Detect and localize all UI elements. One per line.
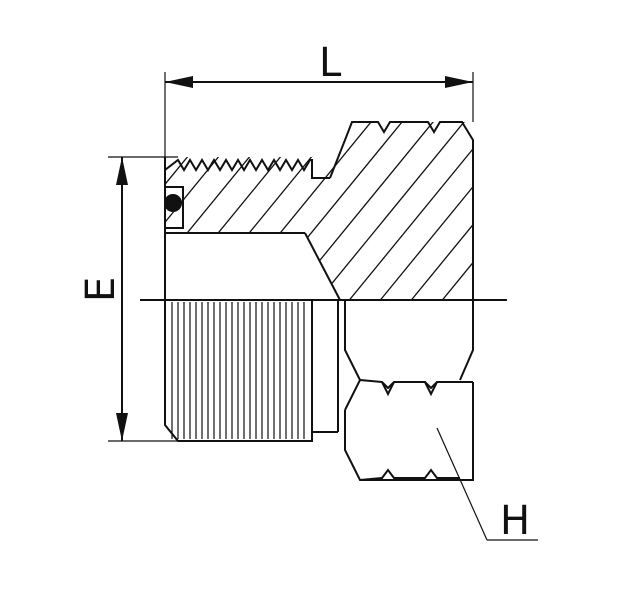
hatch-line bbox=[177, 122, 359, 300]
dimension-diameter bbox=[108, 156, 178, 442]
hatch-line bbox=[394, 122, 473, 300]
hex-leader bbox=[436, 427, 538, 541]
hex-profile-top bbox=[329, 121, 474, 300]
hatch-line bbox=[239, 122, 421, 300]
diameter-label: E bbox=[78, 277, 124, 302]
hatch-line bbox=[332, 122, 473, 300]
hatch-line bbox=[165, 122, 297, 300]
hatch-line bbox=[488, 100, 640, 320]
hex-body-view bbox=[344, 300, 474, 481]
hatch-line bbox=[456, 122, 473, 300]
hatch-line bbox=[425, 122, 473, 300]
threaded-shank-view bbox=[164, 300, 339, 442]
length-label: L bbox=[319, 40, 342, 86]
thread-profile-top bbox=[164, 158, 330, 187]
dimension-length bbox=[164, 72, 474, 157]
section-outline bbox=[164, 121, 474, 301]
hatch-line bbox=[301, 122, 473, 300]
hex-label: H bbox=[500, 498, 530, 544]
o-ring-seal bbox=[164, 194, 182, 212]
hatch-line bbox=[363, 122, 473, 300]
hatch-line bbox=[208, 122, 390, 300]
hatch-line bbox=[270, 122, 452, 300]
